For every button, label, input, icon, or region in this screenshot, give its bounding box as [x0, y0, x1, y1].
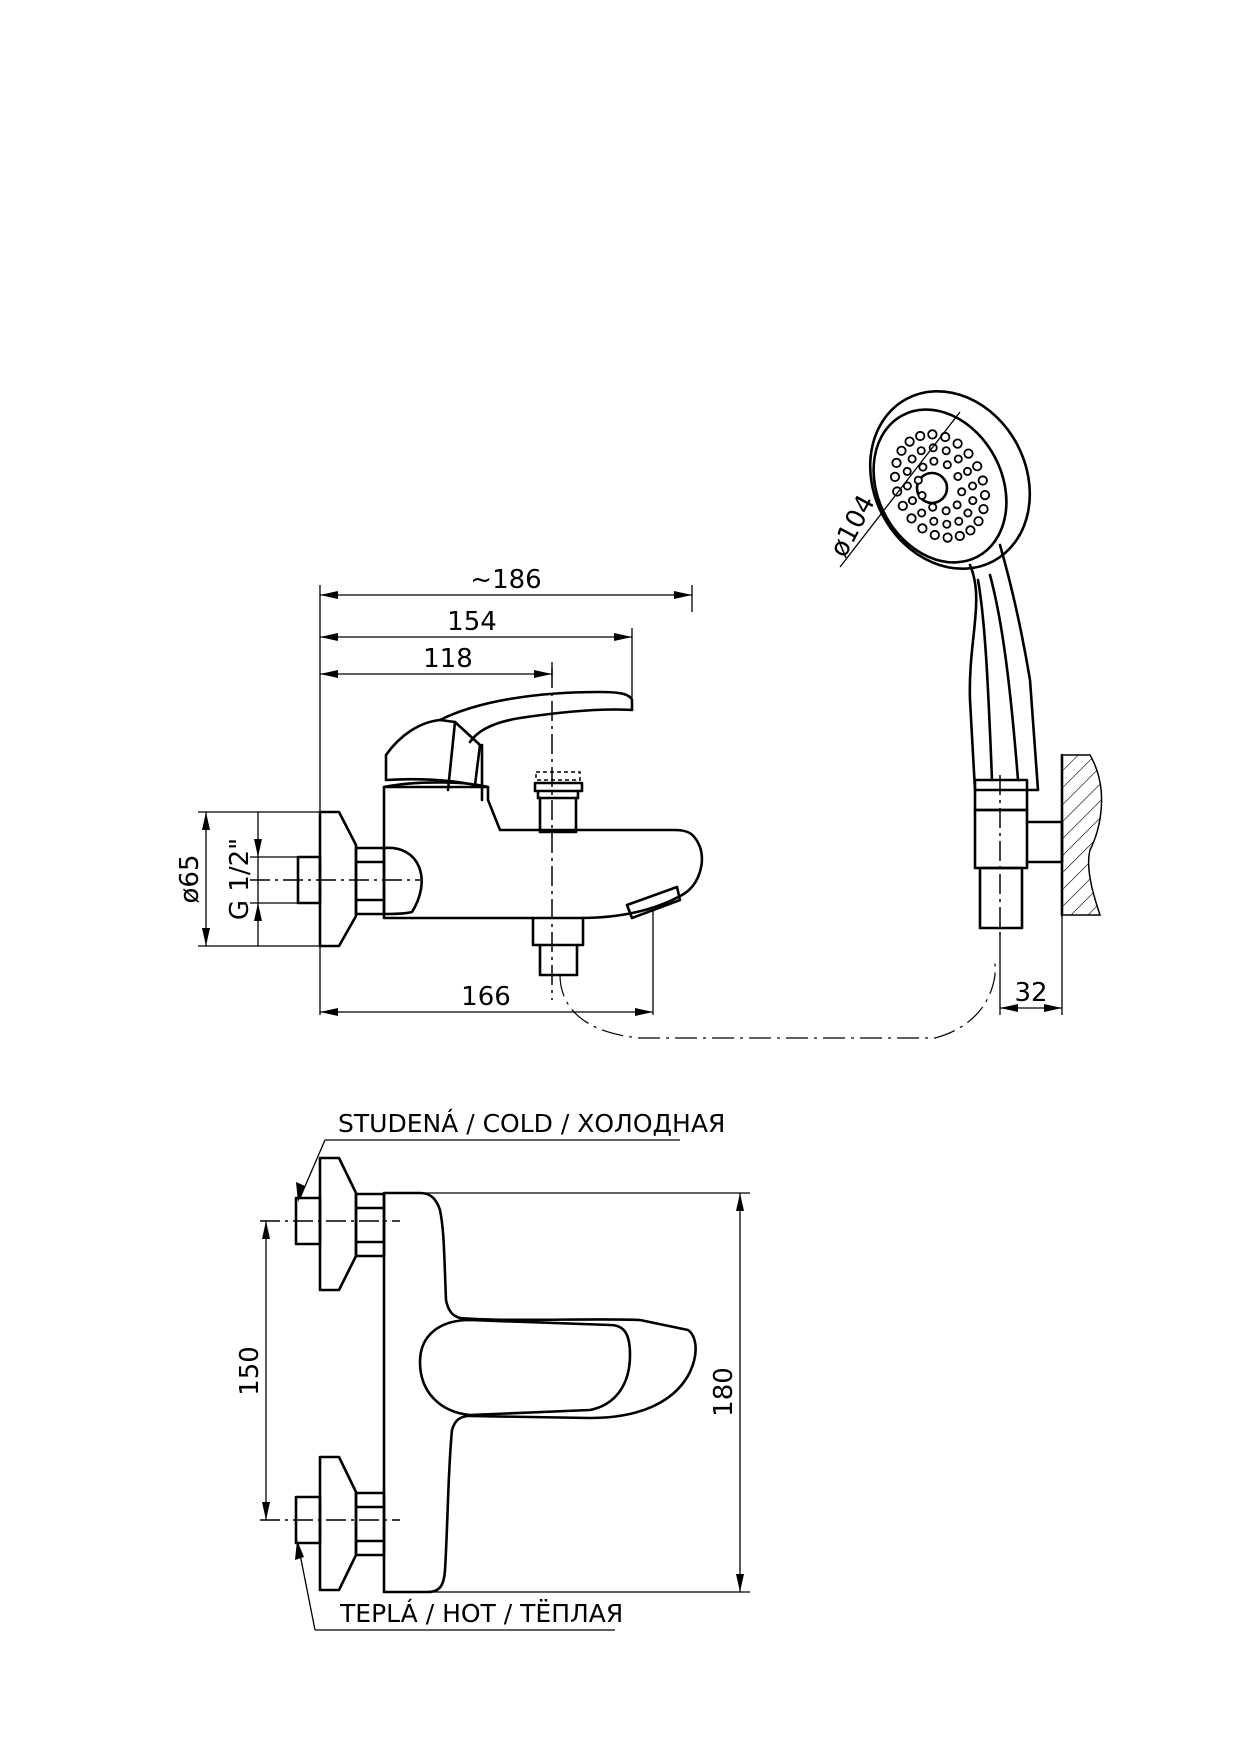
wall-section [1061, 754, 1103, 916]
nozzle-hole [929, 456, 939, 466]
nozzle-hole [918, 462, 928, 472]
svg-text:32: 32 [1014, 978, 1047, 1008]
svg-text:ø65: ø65 [175, 855, 205, 904]
nozzle-hole [952, 500, 962, 510]
hot-inlet [294, 1455, 386, 1592]
nozzle-hole [929, 516, 939, 526]
nozzle-hole [942, 460, 952, 470]
svg-text:166: 166 [461, 982, 511, 1012]
top-view: 150 180 STUDENÁ / COLD / ХОЛОДНАЯ TEPLÁ … [235, 1109, 750, 1631]
nozzle-hole [941, 446, 951, 456]
nozzle-hole [927, 429, 938, 440]
nozzle-hole [896, 445, 907, 456]
nozzle-hole [968, 496, 978, 506]
nozzle-hole [965, 525, 976, 536]
nozzle-hole [902, 466, 912, 476]
nozzle-hole [942, 519, 952, 529]
nozzle-hole [978, 503, 989, 515]
wall-flange [318, 810, 358, 948]
nozzle-hole [897, 500, 908, 511]
nozzle-hole [953, 454, 963, 464]
nozzle-hole [954, 530, 965, 542]
dim-holder-projection: 32 [999, 915, 1063, 1015]
shower-hose [559, 960, 996, 1039]
hex-nut [354, 846, 386, 916]
nozzle-hole [979, 489, 991, 501]
nozzle-hole [928, 502, 938, 512]
dim-handshower-diameter: ø104 [824, 411, 961, 568]
nozzle-hole [902, 481, 912, 491]
dim-inlet-spacing: 150 [235, 1221, 270, 1520]
nozzle-hole [906, 513, 917, 524]
nozzle-hole [891, 457, 902, 468]
side-view: ~186 154 118 166 [175, 389, 1103, 1039]
svg-text:154: 154 [447, 607, 497, 637]
nozzle-holes [889, 429, 991, 543]
nozzle-hole [917, 523, 928, 534]
nozzle-hole [963, 508, 973, 518]
nozzle-hole [908, 496, 918, 506]
dim-overall-length: ~186 [320, 565, 692, 599]
hose-outlet [531, 916, 585, 977]
svg-text:G 1/2": G 1/2" [225, 838, 255, 920]
nozzle-hole [889, 471, 901, 482]
svg-text:180: 180 [709, 1367, 739, 1417]
hand-shower [868, 389, 1040, 792]
svg-text:TEPLÁ / HOT / ТЁПЛАЯ: TEPLÁ / HOT / ТЁПЛАЯ [339, 1599, 623, 1628]
nozzle-hole [917, 508, 927, 518]
nozzle-hole [977, 475, 988, 486]
nozzle-hole [968, 481, 978, 491]
hot-label: TEPLÁ / HOT / ТЁПЛАЯ [295, 1540, 623, 1631]
nozzle-hole [972, 461, 983, 472]
nozzle-hole [953, 471, 963, 481]
svg-text:118: 118 [423, 644, 473, 674]
dim-spout-axis: 118 [320, 644, 552, 678]
dim-inlet-diameter: ø65 [175, 811, 320, 947]
shower-holder [973, 775, 1064, 940]
dim-body-width: 180 [384, 1192, 750, 1593]
nozzle-hole [963, 466, 973, 476]
lever-top [418, 1318, 632, 1417]
nozzle-hole [917, 490, 927, 500]
nozzle-hole [907, 454, 917, 464]
nozzle-hole [973, 516, 984, 527]
body-top-outline [382, 1191, 697, 1594]
mixer-body [382, 785, 704, 920]
nozzle-hole [952, 438, 963, 449]
lever-handle [384, 718, 482, 787]
nozzle-hole [963, 448, 974, 459]
nozzle-hole [913, 475, 923, 485]
nozzle-hole [929, 529, 940, 541]
body-front-cap [382, 846, 423, 916]
diverter-knob [533, 771, 584, 834]
svg-text:STUDENÁ / COLD / ХОЛОДНАЯ: STUDENÁ / COLD / ХОЛОДНАЯ [338, 1109, 725, 1138]
nozzle-hole [915, 430, 926, 442]
cold-label: STUDENÁ / COLD / ХОЛОДНАЯ [296, 1109, 725, 1202]
svg-text:ø104: ø104 [824, 490, 881, 562]
nozzle-hole [954, 516, 964, 526]
nozzle-hole [957, 487, 967, 497]
dim-lever-reach: 154 [320, 607, 632, 641]
nozzle-hole [941, 506, 951, 516]
nozzle-hole [904, 436, 915, 447]
spout [625, 885, 682, 920]
nozzle-hole [916, 446, 926, 456]
lever-stem [446, 720, 484, 802]
svg-text:~186: ~186 [470, 565, 541, 595]
dim-inlet-thread: G 1/2" [225, 812, 298, 946]
nozzle-hole [942, 532, 953, 543]
svg-text:150: 150 [235, 1346, 265, 1396]
dim-base-length: 166 [320, 982, 653, 1016]
